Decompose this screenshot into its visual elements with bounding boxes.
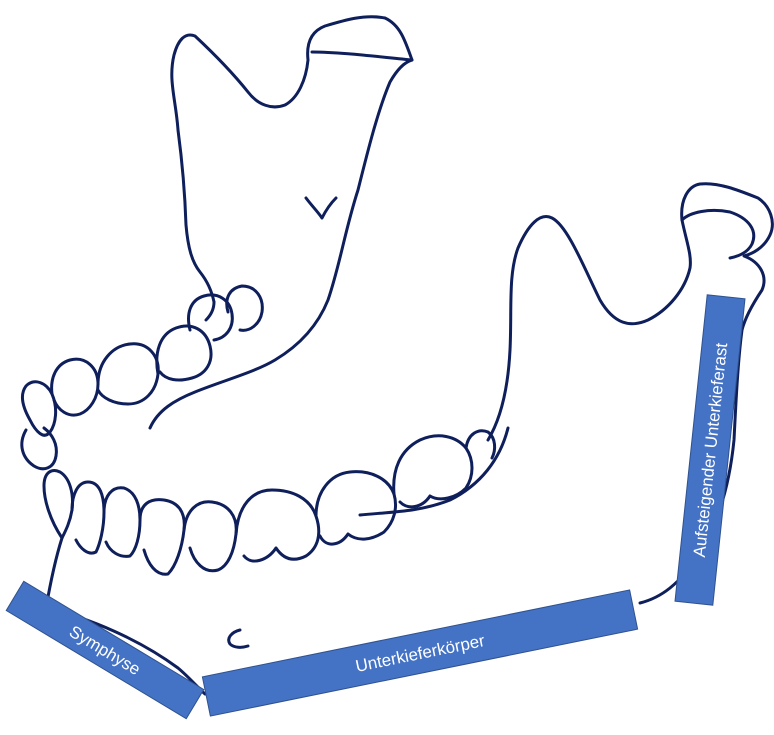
upper-teeth [22, 286, 262, 469]
coronoid-tip-line [312, 52, 412, 60]
mandible-drawing [22, 17, 773, 694]
lower-teeth [44, 431, 495, 574]
inner-contour [206, 302, 214, 320]
chin-mark [229, 630, 248, 647]
mental-foramen-mark [306, 198, 336, 218]
label-aufsteigender-unterkieferast: Aufsteigender Unterkieferast [675, 295, 745, 605]
coronoid-process-outline [150, 17, 412, 428]
label-symphyse: Symphyse [6, 581, 204, 718]
label-unterkieferkoerper: Unterkieferkörper [202, 590, 637, 716]
inner-ramus-line [360, 428, 508, 515]
condyle-neck [682, 210, 754, 258]
